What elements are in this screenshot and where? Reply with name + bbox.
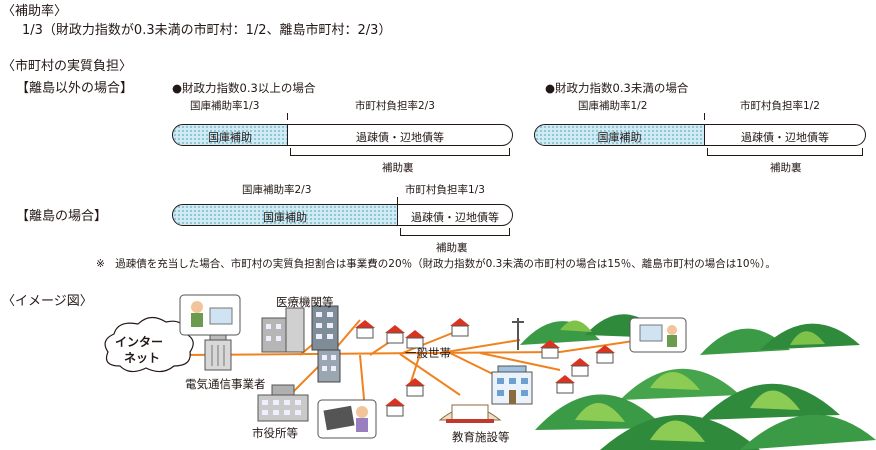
case-high-backing-bracket xyxy=(290,148,510,156)
case-high-national-rate: 国庫補助率1/3 xyxy=(190,100,260,112)
education-facility-icon xyxy=(438,404,502,423)
utility-pole-icon xyxy=(512,318,524,350)
case-island-national-box: 国庫補助 xyxy=(172,204,398,226)
case-high-backing: 補助裏 xyxy=(382,162,414,174)
case-low-municipal-rate: 市町村負担率1/2 xyxy=(740,100,820,112)
hills xyxy=(520,314,876,450)
medical-buildings-icon xyxy=(261,305,339,353)
burden-note: ※ 過疎債を充当した場合、市町村の実質負担割合は事業費の20％（財政力指数が0.… xyxy=(96,258,776,270)
internet-cloud xyxy=(104,316,194,373)
city-hall-staff-icon xyxy=(317,399,377,439)
telecom-building-icon xyxy=(204,331,232,371)
case-high-municipal-box: 過疎債・辺地債等 xyxy=(287,124,513,146)
island-label: 【離島の場合】 xyxy=(16,209,108,224)
case-island-municipal-box: 過疎債・辺地債等 xyxy=(397,204,513,226)
school-icon xyxy=(491,365,533,405)
burden-heading: 〈市町村の実質負担〉 xyxy=(2,59,133,74)
subsidy-heading: 〈補助率〉 xyxy=(2,4,68,19)
city-hall-label: 市役所等 xyxy=(252,426,298,440)
case-low-backing: 補助裏 xyxy=(770,162,802,174)
subsidy-rate-line: 1/3（財政力指数が0.3未満の市町村：1/2、離島市町村：2/3） xyxy=(22,23,392,38)
education-label: 教育施設等 xyxy=(452,430,510,444)
case-island-backing: 補助裏 xyxy=(436,242,468,254)
case-low-backing-bracket xyxy=(707,148,863,156)
case-island-municipal-rate: 市町村負担率1/3 xyxy=(405,184,485,196)
telecom-label: 電気通信事業者 xyxy=(185,377,266,391)
center-building-icon xyxy=(317,349,341,383)
case-low-title: ●財政力指数0.3未満の場合 xyxy=(545,81,689,95)
case-island-national-rate: 国庫補助率2/3 xyxy=(242,184,312,196)
medical-label: 医療機関等 xyxy=(276,295,334,309)
internet-label-line2: ネット xyxy=(124,351,161,365)
case-low-national-rate: 国庫補助率1/2 xyxy=(578,100,648,112)
internet-label-line1: インター xyxy=(115,335,164,349)
case-high-municipal-rate: 市町村負担率2/3 xyxy=(355,100,435,112)
households-label: 一般世帯 xyxy=(405,346,451,360)
image-heading: 〈イメージ図〉 xyxy=(2,294,93,309)
household-monitor-icon xyxy=(629,317,687,353)
case-high-national-box: 国庫補助 xyxy=(172,124,288,146)
case-high-title: ●財政力指数0.3以上の場合 xyxy=(172,81,316,95)
staff-monitor-icon xyxy=(179,294,241,336)
non-island-label: 【離島以外の場合】 xyxy=(16,81,134,96)
case-low-national-box: 国庫補助 xyxy=(534,124,705,146)
houses-icon xyxy=(355,318,615,417)
case-island-backing-bracket xyxy=(400,228,510,236)
city-hall-icon xyxy=(257,384,309,422)
case-low-municipal-box: 過疎債・辺地債等 xyxy=(704,124,866,146)
